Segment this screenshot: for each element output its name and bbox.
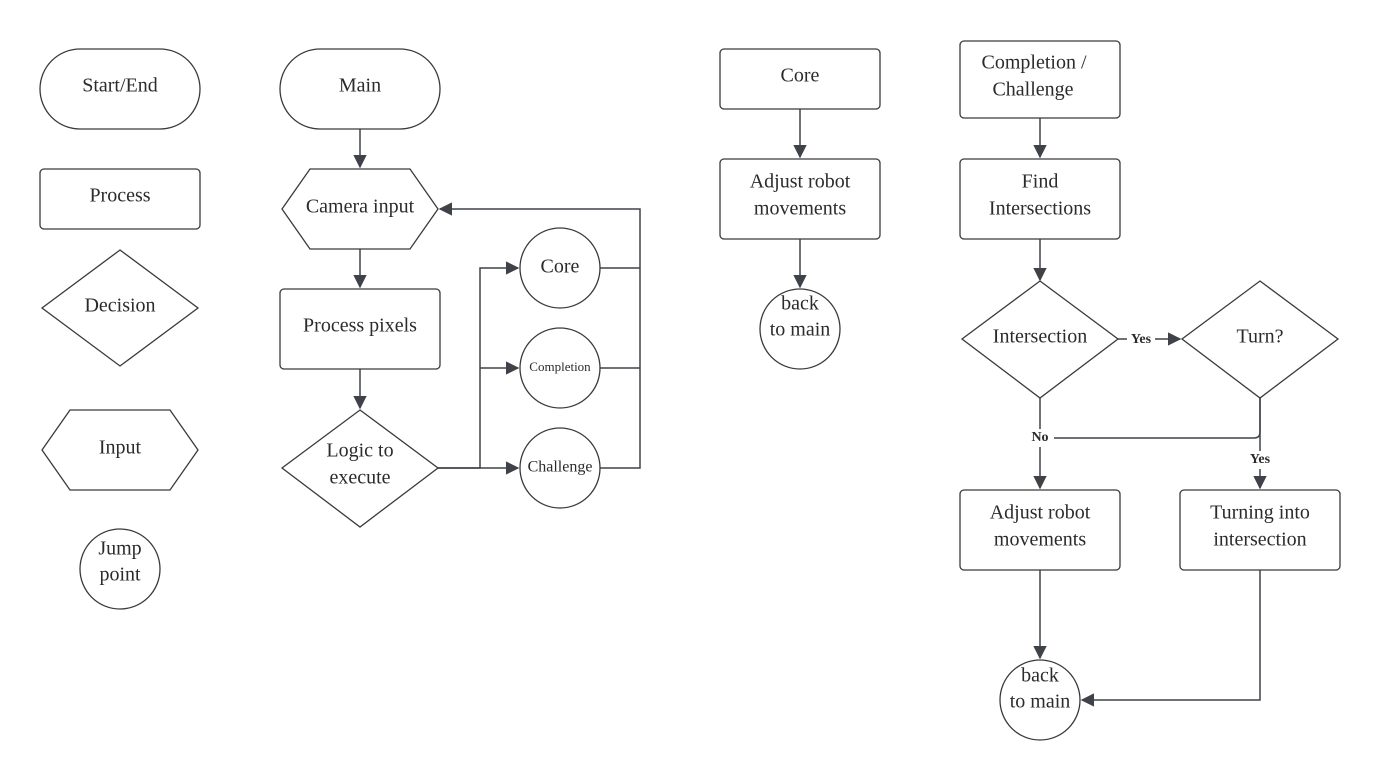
turning-shape [1179,489,1341,571]
legend-decision: Decision [40,249,200,367]
turning-label-1: Turning into [1210,502,1310,524]
edge-label-yes-1: Yes [1131,332,1152,347]
completion-jump-label: Completion [529,359,591,374]
legend-decision-label: Decision [84,295,155,317]
process-pixels-node: Process pixels [279,288,441,370]
core-jump-shape [519,227,601,309]
core-adjust-label-1: Adjust robot [750,171,851,193]
main-start-label: Main [339,75,381,97]
core-start-label: Core [781,65,820,87]
core-back-node: back to main [759,288,841,370]
legend-decision-shape [40,249,200,367]
find-intersections-node: Find Intersections [959,158,1121,240]
challenge-jump-node: Challenge [519,427,601,509]
legend-start-end-shape [39,48,201,130]
camera-input-shape [281,168,439,250]
challenge-back-node: back to main [999,659,1081,741]
core-start-shape [719,48,881,110]
edge-label-no: No [1031,430,1048,445]
turn-decision-shape [1180,280,1340,399]
challenge-start-shape [959,40,1121,119]
logic-decision-shape [280,409,440,528]
logic-label-1: Logic to [326,440,393,462]
core-adjust-node: Adjust robot movements [719,158,881,240]
legend-jump-point-label-1: Jump [98,538,141,560]
challenge-jump-label: Challenge [528,459,593,476]
edge-turning-to-back [1080,570,1261,707]
core-jump-label: Core [541,256,580,278]
camera-input-node: Camera input [281,168,439,250]
completion-jump-node: Completion [519,327,601,409]
turn-decision-label: Turn? [1236,326,1283,348]
intersection-decision-label: Intersection [993,326,1087,348]
main-start-node: Main [279,48,441,130]
core-adjust-label-2: movements [754,198,846,220]
challenge-start-label-1: Completion / [982,52,1087,74]
turn-decision-node: Turn? [1180,280,1340,399]
intersection-decision-node: Intersection [960,280,1120,399]
core-back-label-1: back [781,293,819,315]
legend-process-shape [39,168,201,230]
challenge-adjust-label-2: movements [994,529,1086,551]
core-jump-node: Core [519,227,601,309]
legend-input-shape [41,409,199,491]
core-back-label-2: to main [770,319,831,341]
legend: Start/End Process Decision Input Jump po… [39,48,201,610]
main-start-shape [279,48,441,130]
core-adjust-shape [719,158,881,240]
camera-input-label: Camera input [306,196,415,218]
process-pixels-shape [279,288,441,370]
legend-start-end: Start/End [39,48,201,130]
challenge-back-shape [999,659,1081,741]
edge-turn-no-merge [1040,398,1261,439]
turning-node: Turning into intersection [1179,489,1341,571]
legend-process: Process [39,168,201,230]
challenge-back-label-2: to main [1010,691,1071,713]
no-label-bg [1026,429,1054,447]
challenge-start-label-2: Challenge [992,79,1073,101]
challenge-jump-shape [519,427,601,509]
main-flow: Main Camera input Process pixels Logic t… [279,48,641,528]
challenge-adjust-label-1: Adjust robot [990,502,1091,524]
challenge-back-label-1: back [1021,665,1059,687]
logic-decision-node: Logic to execute [280,409,440,528]
challenge-start-node: Completion / Challenge [959,40,1121,119]
yes-label-bg-2 [1245,451,1275,469]
find-intersections-label-1: Find [1022,171,1059,193]
process-pixels-label: Process pixels [303,315,417,337]
challenge-adjust-shape [959,489,1121,571]
core-back-shape [759,288,841,370]
find-intersections-label-2: Intersections [989,198,1091,220]
legend-process-label: Process [89,185,150,207]
challenge-adjust-node: Adjust robot movements [959,489,1121,571]
challenge-flow: Yes No Yes Completion / Challenge Find I… [959,40,1341,741]
find-intersections-shape [959,158,1121,240]
legend-jump-point: Jump point [79,528,161,610]
edge-label-yes-2: Yes [1250,452,1271,467]
intersection-decision-shape [960,280,1120,399]
completion-jump-shape [519,327,601,409]
legend-input-label: Input [99,437,142,459]
core-start-node: Core [719,48,881,110]
edge-return-to-camera [438,202,641,469]
turning-label-2: intersection [1213,529,1306,551]
logic-label-2: execute [329,467,390,489]
core-flow: Core Adjust robot movements back to main [719,48,881,370]
legend-jump-point-label-2: point [99,564,141,586]
legend-jump-point-shape [79,528,161,610]
yes-label-bg-1 [1127,330,1155,348]
legend-start-end-label: Start/End [82,75,158,97]
legend-input: Input [41,409,199,491]
